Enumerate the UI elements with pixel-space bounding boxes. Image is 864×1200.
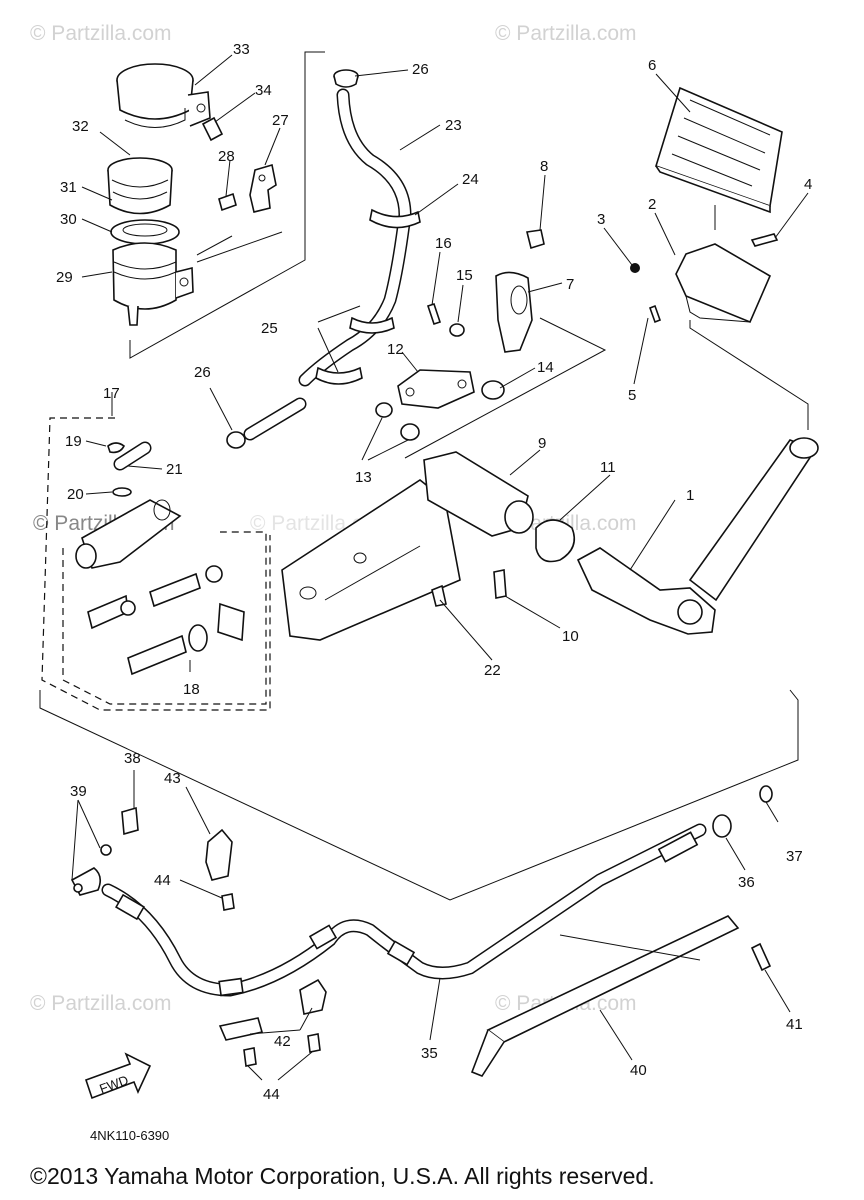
callout-23: 23 (445, 117, 462, 134)
fwd-arrow: FWD (84, 1052, 152, 1100)
callout-43: 43 (164, 770, 181, 787)
leader-line (689, 320, 809, 430)
callout-8: 8 (540, 158, 548, 175)
hose-guide (205, 828, 327, 1067)
leader-line (404, 317, 607, 459)
brake-pedal-arm (576, 437, 819, 635)
callout-leaders (71, 54, 809, 1081)
callout-9: 9 (538, 435, 546, 452)
master-cylinder (75, 441, 245, 676)
callout-32: 32 (72, 118, 89, 135)
callout-39: 39 (70, 783, 87, 800)
callout-13: 13 (355, 469, 372, 486)
callout-27: 27 (272, 112, 289, 129)
callout-10: 10 (562, 628, 579, 645)
callout-29: 29 (56, 269, 73, 286)
callout-7: 7 (566, 276, 574, 293)
callout-41: 41 (786, 1016, 803, 1033)
watermark: © Partzilla.com (30, 22, 172, 45)
hose-protector (470, 915, 772, 1077)
group-line (39, 689, 799, 901)
callout-11: 11 (600, 459, 616, 476)
callout-2: 2 (648, 196, 656, 213)
pedal-pad (630, 86, 783, 324)
reservoir-assembly (107, 63, 224, 326)
callout-20: 20 (67, 486, 84, 503)
group-18-outline (62, 531, 267, 705)
diagram-code: 4NK110-6390 (90, 1128, 169, 1143)
callout-30: 30 (60, 211, 77, 228)
callout-numbers: 1 2 3 4 5 6 7 8 9 10 11 12 13 14 15 16 1… (56, 41, 812, 1103)
callout-33: 33 (233, 41, 250, 58)
callout-44: 44 (263, 1086, 280, 1103)
watermark: © Partzilla.com (495, 22, 637, 45)
brake-hose (70, 785, 773, 997)
pedal-link (375, 229, 545, 441)
callout-37: 37 (786, 848, 803, 865)
callout-6: 6 (648, 57, 656, 74)
group-17-outline (41, 417, 271, 711)
callout-40: 40 (630, 1062, 647, 1079)
callout-26: 26 (412, 61, 429, 78)
callout-16: 16 (435, 235, 452, 252)
callout-5: 5 (628, 387, 636, 404)
pedal-bracket (281, 451, 576, 641)
leader-line (196, 231, 283, 263)
callout-12: 12 (387, 341, 404, 358)
callout-35: 35 (421, 1045, 438, 1062)
callout-4: 4 (804, 176, 812, 193)
callout-15: 15 (456, 267, 473, 284)
bracket-27 (218, 163, 277, 213)
callout-26: 26 (194, 364, 211, 381)
leader-line (559, 934, 701, 961)
callout-44: 44 (154, 872, 171, 889)
callout-1: 1 (686, 487, 694, 504)
callout-31: 31 (60, 179, 77, 196)
callout-22: 22 (484, 662, 501, 679)
reservoir-hose (226, 69, 421, 449)
callout-18: 18 (183, 681, 200, 698)
callout-25: 25 (261, 320, 278, 337)
group-line (129, 51, 325, 359)
callout-38: 38 (124, 750, 141, 767)
callout-42: 42 (274, 1033, 291, 1050)
callout-3: 3 (597, 211, 605, 228)
callout-24: 24 (462, 171, 479, 188)
callout-14: 14 (537, 359, 554, 376)
callout-28: 28 (218, 148, 235, 165)
watermark: © Partzilla.com (30, 992, 172, 1015)
callout-19: 19 (65, 433, 82, 450)
callout-21: 21 (166, 461, 183, 478)
callout-17: 17 (103, 385, 120, 402)
callout-36: 36 (738, 874, 755, 891)
callout-34: 34 (255, 82, 272, 99)
copyright-notice: ©2013 Yamaha Motor Corporation, U.S.A. A… (30, 1163, 655, 1189)
